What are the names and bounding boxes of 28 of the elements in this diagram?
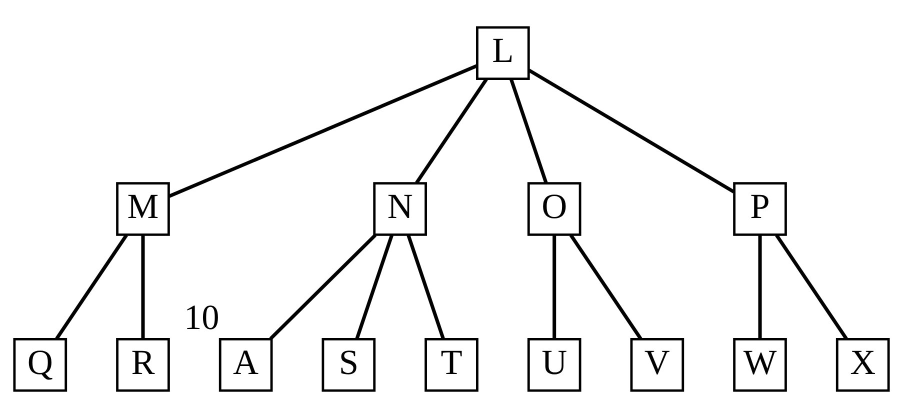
connector — [355, 234, 394, 339]
node-box: U — [527, 337, 582, 392]
node-box: V — [630, 337, 684, 392]
connector — [552, 234, 556, 338]
connector — [269, 233, 377, 340]
connector — [406, 234, 445, 339]
node-box: N — [373, 182, 427, 236]
connector — [569, 234, 642, 340]
node-box: R — [116, 337, 170, 392]
node-label: 10 — [184, 296, 220, 336]
node-box: M — [116, 182, 170, 236]
node-box: O — [527, 182, 582, 236]
connector — [55, 234, 128, 340]
node-box: P — [733, 182, 787, 236]
node-box: S — [322, 337, 376, 392]
connector — [758, 234, 762, 338]
node-box: Q — [13, 337, 68, 392]
connector — [415, 78, 488, 184]
connector — [141, 234, 145, 338]
connector — [775, 234, 848, 340]
node-box: A — [218, 337, 273, 392]
node-box: W — [733, 337, 787, 392]
connector — [168, 64, 478, 198]
node-box: X — [836, 337, 890, 392]
node-box: L — [476, 26, 530, 80]
node-box: T — [424, 337, 478, 392]
connector — [510, 78, 548, 183]
connector — [528, 68, 735, 193]
